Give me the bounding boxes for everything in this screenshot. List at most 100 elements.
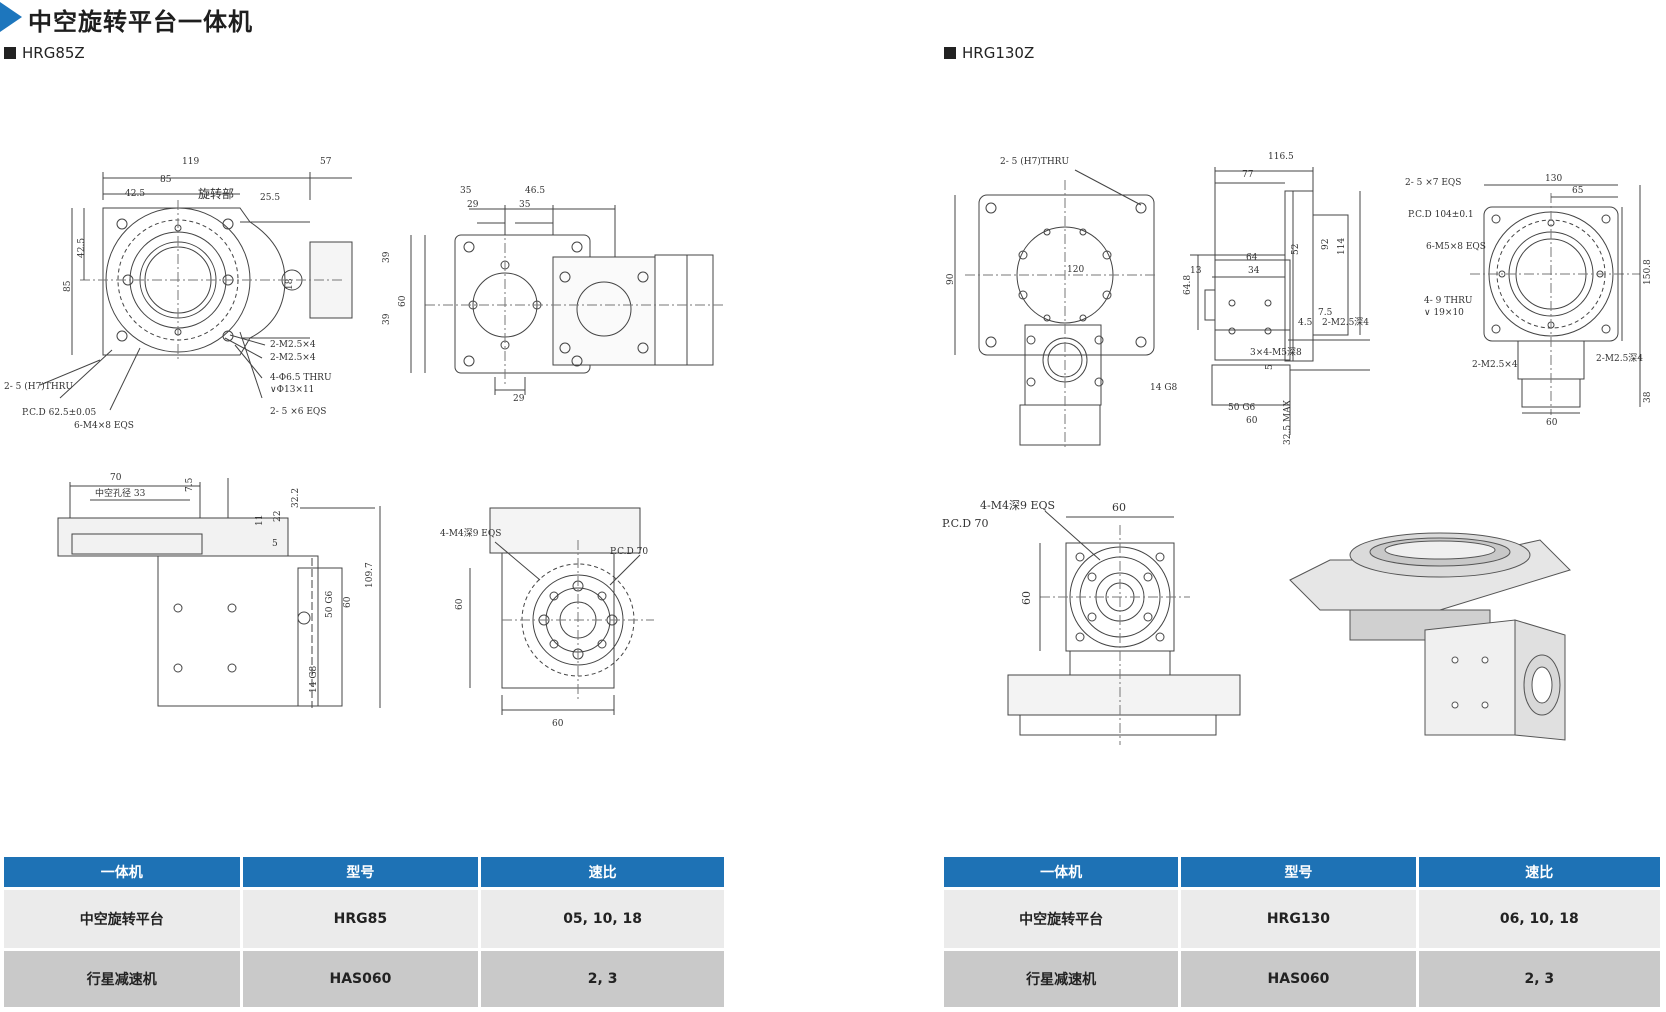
svg-text:32.5 MAX: 32.5 MAX	[1283, 399, 1293, 445]
square-bullet-icon	[944, 47, 956, 59]
svg-text:29: 29	[467, 200, 479, 210]
svg-text:2- 5 (H7)THRU: 2- 5 (H7)THRU	[4, 381, 73, 392]
svg-text:13: 13	[1190, 266, 1202, 276]
table-header-ratio: 速比	[481, 857, 724, 887]
drawing-right-side-view: 116.5 77 64 34 13 64.8 52 92 114 7.5 4.5…	[1150, 152, 1370, 445]
table-cell: 中空旋转平台	[4, 887, 240, 948]
svg-text:5: 5	[272, 539, 278, 549]
svg-text:35: 35	[460, 186, 472, 196]
svg-text:P.C.D 62.5±0.05: P.C.D 62.5±0.05	[22, 408, 96, 418]
svg-text:4-M4深9 EQS: 4-M4深9 EQS	[440, 528, 501, 539]
table-cell: 中空旋转平台	[944, 887, 1179, 948]
svg-text:6-M5×8 EQS: 6-M5×8 EQS	[1426, 242, 1486, 252]
svg-text:4- 9 THRU: 4- 9 THRU	[1424, 296, 1473, 306]
svg-text:60: 60	[398, 295, 408, 307]
table-row: 行星减速机 HAS060 2, 3	[944, 948, 1660, 1007]
svg-text:38: 38	[1643, 391, 1653, 403]
table-cell: HAS060	[242, 948, 479, 1007]
svg-text:7.5: 7.5	[1318, 308, 1333, 318]
svg-text:14 G8: 14 G8	[309, 665, 319, 693]
table-row: 中空旋转平台 HRG85 05, 10, 18	[4, 887, 724, 948]
model-heading-left: HRG85Z	[4, 44, 85, 62]
table-header-unit: 一体机	[4, 857, 240, 887]
svg-text:52: 52	[1291, 244, 1301, 255]
svg-text:120: 120	[1067, 265, 1084, 275]
svg-text:2-M2.5深4: 2-M2.5深4	[1322, 317, 1369, 328]
svg-text:5: 5	[1265, 364, 1275, 370]
svg-text:90: 90	[946, 273, 956, 285]
page-title: 中空旋转平台一体机	[28, 8, 253, 36]
drawing-left-side-view: 70 中空孔径 33 7.5 32.2 22 11 5 109.7 60 50 …	[57, 473, 381, 708]
model-name-right: HRG130Z	[962, 44, 1035, 62]
svg-text:46.5: 46.5	[525, 186, 545, 196]
table-header-unit: 一体机	[944, 857, 1179, 887]
table-header-ratio: 速比	[1418, 857, 1660, 887]
svg-text:P.C.D 104±0.1: P.C.D 104±0.1	[1408, 210, 1474, 220]
svg-text:60: 60	[1112, 501, 1126, 514]
svg-text:34: 34	[1248, 266, 1260, 276]
svg-text:77: 77	[1242, 170, 1254, 180]
drawing-left-front-view: 35 46.5 29 35 39 39 60 29	[382, 186, 725, 404]
svg-text:32.2: 32.2	[291, 488, 301, 508]
svg-text:60: 60	[1020, 591, 1033, 605]
drawing-left-flange-view: 4-M4深9 EQS P.C.D 70 60 60	[440, 507, 654, 729]
svg-text:64: 64	[1246, 253, 1258, 263]
svg-text:29: 29	[513, 394, 525, 404]
svg-text:14 G8: 14 G8	[1150, 383, 1178, 393]
svg-text:∨ 19×10: ∨ 19×10	[1424, 308, 1464, 318]
svg-text:2-M2.5×4: 2-M2.5×4	[1472, 360, 1518, 370]
table-cell: 2, 3	[481, 948, 724, 1007]
spec-table-right: 一体机 型号 速比 中空旋转平台 HRG130 06, 10, 18 行星减速机…	[941, 857, 1663, 1007]
svg-text:60: 60	[552, 719, 564, 729]
svg-text:P.C.D 70: P.C.D 70	[942, 517, 989, 530]
svg-text:22: 22	[273, 511, 283, 522]
svg-text:60: 60	[343, 596, 353, 608]
svg-text:60: 60	[1246, 416, 1258, 426]
table-cell: 06, 10, 18	[1418, 887, 1660, 948]
svg-text:109.7: 109.7	[365, 562, 375, 588]
svg-text:85: 85	[160, 175, 172, 185]
svg-text:85: 85	[63, 280, 73, 292]
svg-text:57: 57	[320, 157, 332, 167]
svg-text:64.8: 64.8	[1183, 275, 1193, 295]
table-row: 行星减速机 HAS060 2, 3	[4, 948, 724, 1007]
svg-text:50 G6: 50 G6	[1228, 403, 1256, 413]
svg-text:P.C.D 70: P.C.D 70	[610, 547, 648, 557]
svg-text:中空孔径 33: 中空孔径 33	[95, 487, 146, 499]
svg-text:18: 18	[285, 278, 295, 290]
table-cell: 行星减速机	[944, 948, 1179, 1007]
square-bullet-icon	[4, 47, 16, 59]
svg-text:6-M4×8 EQS: 6-M4×8 EQS	[74, 421, 134, 431]
svg-text:35: 35	[519, 200, 531, 210]
svg-text:92: 92	[1321, 239, 1331, 250]
svg-text:116.5: 116.5	[1268, 152, 1294, 162]
svg-text:150.8: 150.8	[1643, 259, 1653, 285]
svg-text:60: 60	[455, 598, 465, 610]
svg-text:2- 5 (H7)THRU: 2- 5 (H7)THRU	[1000, 156, 1069, 167]
model-name-left: HRG85Z	[22, 44, 85, 62]
svg-text:2-M2.5×4: 2-M2.5×4	[270, 340, 316, 350]
table-cell: 05, 10, 18	[481, 887, 724, 948]
title-arrow-icon	[0, 2, 22, 32]
svg-text:3×4-M5深8: 3×4-M5深8	[1250, 347, 1302, 358]
svg-text:4.5: 4.5	[1298, 318, 1313, 328]
svg-text:60: 60	[1546, 418, 1558, 428]
svg-text:2- 5 ×7 EQS: 2- 5 ×7 EQS	[1405, 178, 1461, 188]
svg-text:4-M4深9 EQS: 4-M4深9 EQS	[980, 499, 1055, 512]
table-cell: HRG130	[1181, 887, 1416, 948]
svg-text:39: 39	[382, 313, 392, 325]
drawing-left-top-view: 119 57 85 42.5 旋转部 25.5 42.5 85 18 2-M2.…	[4, 157, 353, 431]
svg-text:11: 11	[255, 515, 265, 526]
svg-text:旋转部: 旋转部	[198, 186, 234, 201]
svg-text:∨Φ13×11: ∨Φ13×11	[270, 385, 314, 395]
svg-text:119: 119	[182, 157, 199, 167]
svg-text:50 G6: 50 G6	[325, 590, 335, 618]
svg-text:42.5: 42.5	[77, 238, 87, 258]
table-header-model: 型号	[242, 857, 479, 887]
drawing-right-front-view: 130 65 2- 5 ×7 EQS P.C.D 104±0.1 6-M5×8 …	[1405, 174, 1653, 428]
svg-text:4-Φ6.5 THRU: 4-Φ6.5 THRU	[270, 373, 332, 383]
svg-text:2- 5 ×6 EQS: 2- 5 ×6 EQS	[270, 407, 326, 417]
svg-text:25.5: 25.5	[260, 193, 280, 203]
table-header-model: 型号	[1181, 857, 1416, 887]
table-cell: HAS060	[1181, 948, 1416, 1007]
